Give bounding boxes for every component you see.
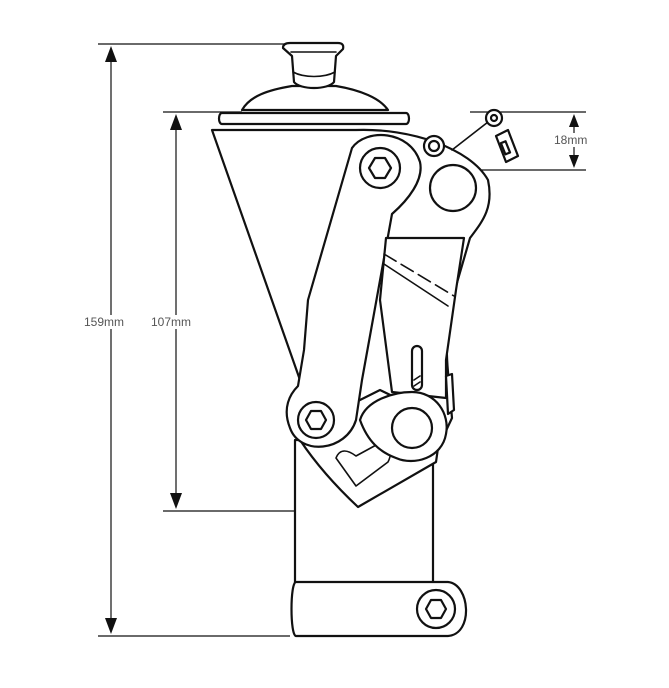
arrow-down-107 (170, 493, 182, 509)
arrow-up-107 (170, 114, 182, 130)
arrow-down-159 (105, 618, 117, 634)
screw-thread (413, 375, 421, 387)
side-bumper (444, 372, 456, 416)
lower-right-pivot (390, 406, 434, 450)
offset-height-label: 18mm (554, 133, 588, 147)
pyramid-stud (281, 41, 345, 90)
arrow-up-18 (569, 114, 579, 127)
front-link (285, 134, 422, 448)
lower-hex-bolt-icon (304, 409, 328, 431)
pyramid-dome (240, 84, 390, 112)
upper-hex-bolt-icon (367, 156, 393, 180)
adapter-plate (217, 111, 411, 126)
rear-link-groove (383, 263, 449, 307)
rear-link-dashes (383, 253, 455, 297)
upper-right-pivot (428, 163, 478, 213)
adjustment-screw (410, 344, 456, 416)
lock-cable (451, 121, 489, 151)
small-nut-hole (427, 139, 441, 153)
pyramid-adapter (217, 41, 411, 126)
arrow-up-159 (105, 46, 117, 62)
clamp-hex-bolt (424, 598, 448, 620)
arrow-down-18 (569, 155, 579, 168)
lock-ring-hole (489, 113, 499, 123)
pyramid-stud-line (292, 71, 336, 78)
build-height-label: 107mm (151, 315, 192, 329)
lock-key (451, 108, 520, 164)
overall-height-label: 159mm (84, 315, 125, 329)
lock-tag-slot (499, 140, 512, 156)
